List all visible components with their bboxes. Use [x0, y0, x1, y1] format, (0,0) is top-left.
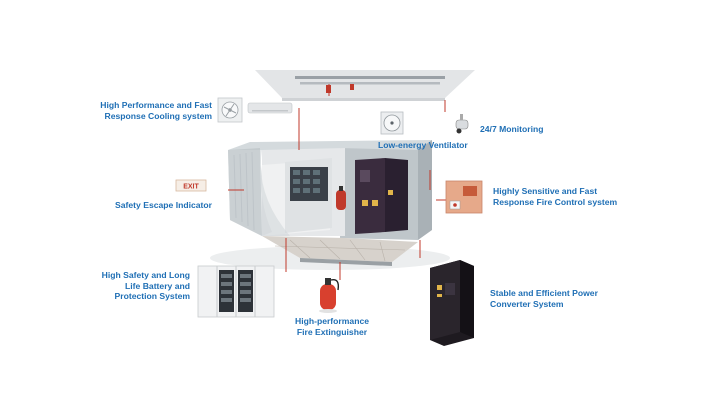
label-battery-system: High Safety and Long Life Battery and Pr…	[101, 270, 190, 301]
air-conditioner-icon	[247, 102, 293, 114]
interior-extinguisher	[336, 186, 346, 210]
camera-icon	[455, 114, 469, 134]
label-ventilator: Low-energy Ventilator	[378, 140, 468, 150]
battery-rack-icon	[197, 265, 275, 318]
exit-sign-icon: EXIT	[175, 179, 207, 192]
ventilator-icon	[380, 111, 404, 135]
label-fire-control: Highly Sensitive and Fast Response Fire …	[493, 186, 618, 207]
interior-converter-cabinets	[355, 158, 408, 234]
ceiling-panel	[255, 70, 475, 101]
fire-extinguisher-icon	[319, 278, 340, 313]
fire-panel-icon	[445, 180, 483, 214]
label-cooling-system: High Performance and Fast Response Cooli…	[100, 100, 212, 121]
label-escape-indicator: Safety Escape Indicator	[115, 200, 212, 210]
label-monitoring: 24/7 Monitoring	[480, 124, 544, 134]
fan-icon	[217, 97, 243, 123]
label-power-converter: Stable and Efficient Power Converter Sys…	[490, 288, 598, 309]
converter-cabinet-icon	[430, 260, 474, 346]
exit-sign-text: EXIT	[183, 184, 199, 191]
interior-battery-racks	[261, 158, 332, 236]
label-fire-extinguisher: High-performance Fire Extinguisher	[294, 316, 369, 337]
leader-lines	[228, 84, 446, 280]
